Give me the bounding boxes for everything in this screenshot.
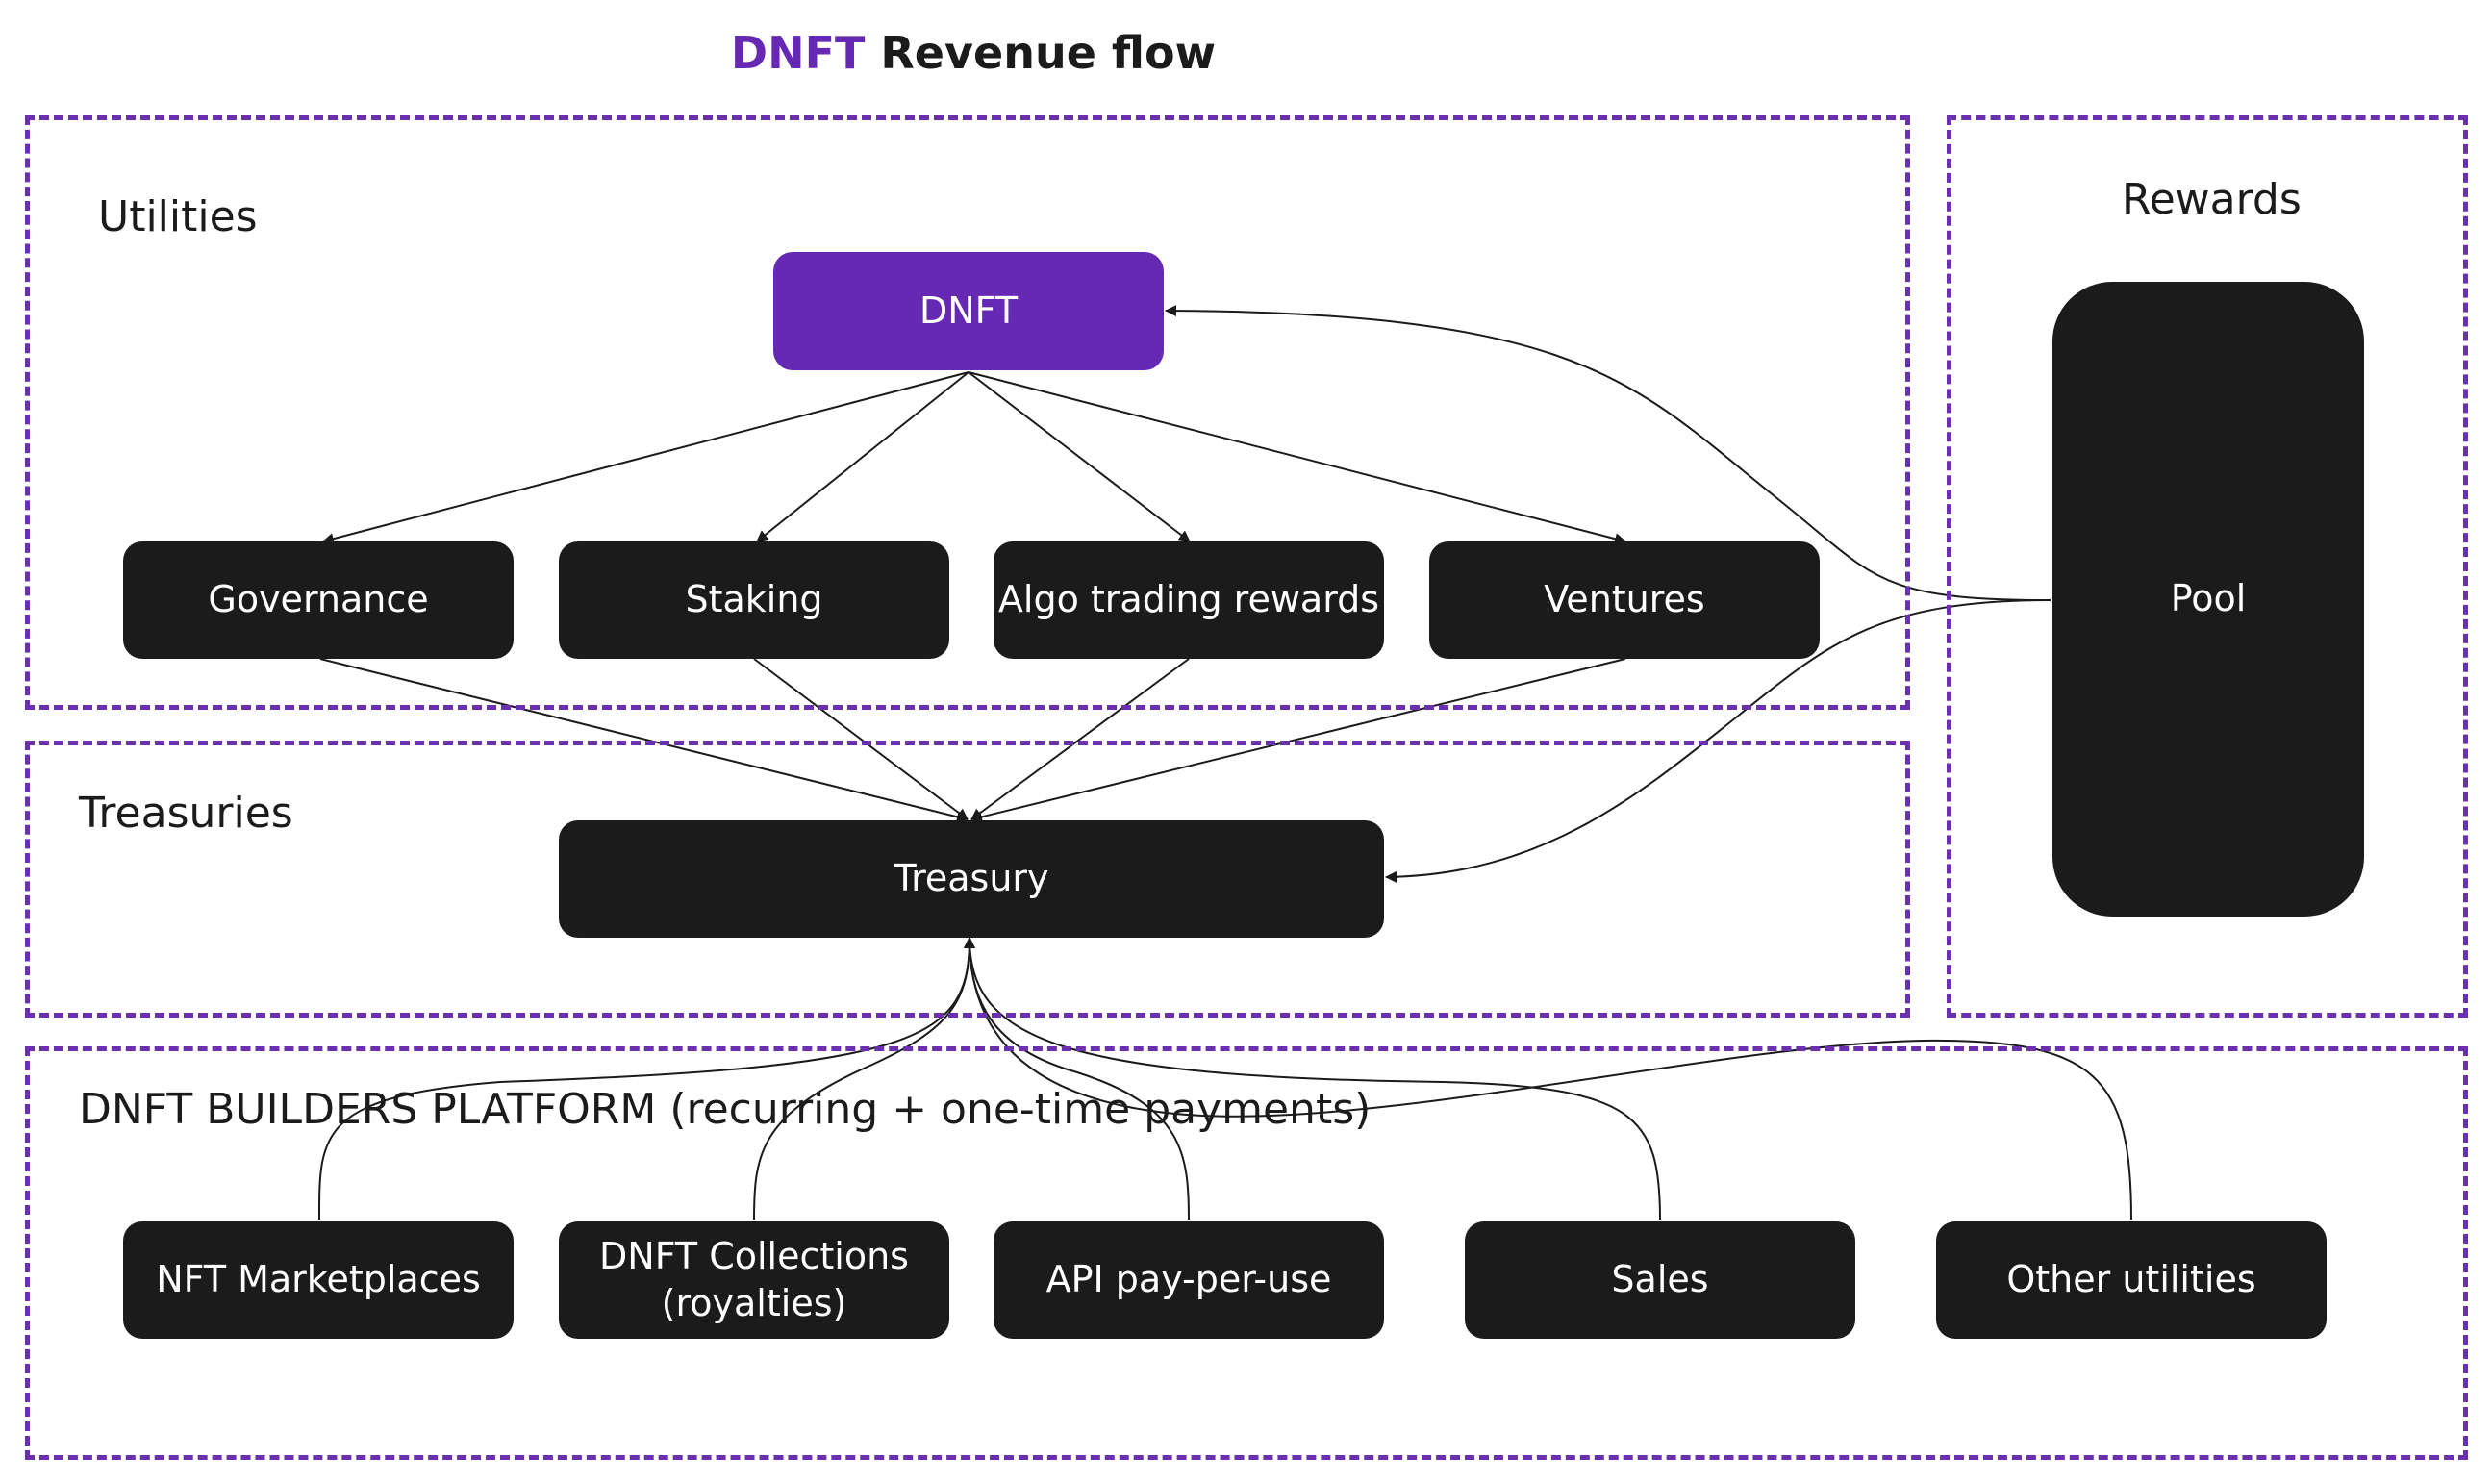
edge-dnft-algo [968, 371, 1191, 542]
group-utilities [25, 115, 1910, 710]
node-algo-trading-rewards[interactable]: Algo trading rewards [994, 541, 1384, 659]
utilities-label: Utilities [98, 192, 258, 241]
edge-collections-treasury [753, 937, 975, 1220]
node-dnft[interactable]: DNFT [773, 252, 1164, 370]
group-rewards [1947, 115, 2468, 1018]
edge-algo-treasury [970, 658, 1190, 820]
node-governance[interactable]: Governance [123, 541, 514, 659]
dnft-collections-line2: (royalties) [661, 1282, 847, 1324]
node-nft-marketplaces[interactable]: NFT Marketplaces [123, 1221, 514, 1339]
edge-governance-treasury [319, 658, 969, 823]
node-pool[interactable]: Pool [2052, 282, 2364, 917]
diagram-title: DNFT Revenue flow [0, 27, 1947, 79]
node-staking[interactable]: Staking [559, 541, 949, 659]
edge-other-treasury [964, 937, 2132, 1220]
group-treasuries [25, 741, 1910, 1018]
node-treasury[interactable]: Treasury [559, 820, 1384, 938]
edge-dnft-governance [322, 371, 969, 545]
edge-dnft-ventures [968, 371, 1626, 545]
treasuries-label: Treasuries [79, 789, 293, 838]
edge-ventures-treasury [970, 658, 1626, 823]
edge-staking-treasury [753, 658, 969, 820]
dnft-collections-line1: DNFT Collections [599, 1234, 909, 1277]
node-sales[interactable]: Sales [1465, 1221, 1855, 1339]
edge-dnft-staking [756, 371, 969, 542]
title-rest: Revenue flow [880, 27, 1217, 79]
node-ventures[interactable]: Ventures [1429, 541, 1820, 659]
edge-pool-dnft [1165, 305, 2051, 601]
group-builders [25, 1046, 2468, 1460]
edge-nftmarket-treasury [317, 937, 975, 1220]
node-other-utilities[interactable]: Other utilities [1936, 1221, 2327, 1339]
title-brand: DNFT [730, 27, 866, 79]
builders-label: DNFT BUILDERS PLATFORM (recurring + one-… [79, 1085, 1372, 1134]
node-api-pay-per-use[interactable]: API pay-per-use [994, 1221, 1384, 1339]
edge-pool-treasury [1385, 599, 2051, 883]
edge-sales-treasury [964, 937, 1661, 1220]
node-dnft-collections[interactable]: DNFT Collections (royalties) [559, 1221, 949, 1339]
rewards-label: Rewards [2122, 175, 2302, 224]
